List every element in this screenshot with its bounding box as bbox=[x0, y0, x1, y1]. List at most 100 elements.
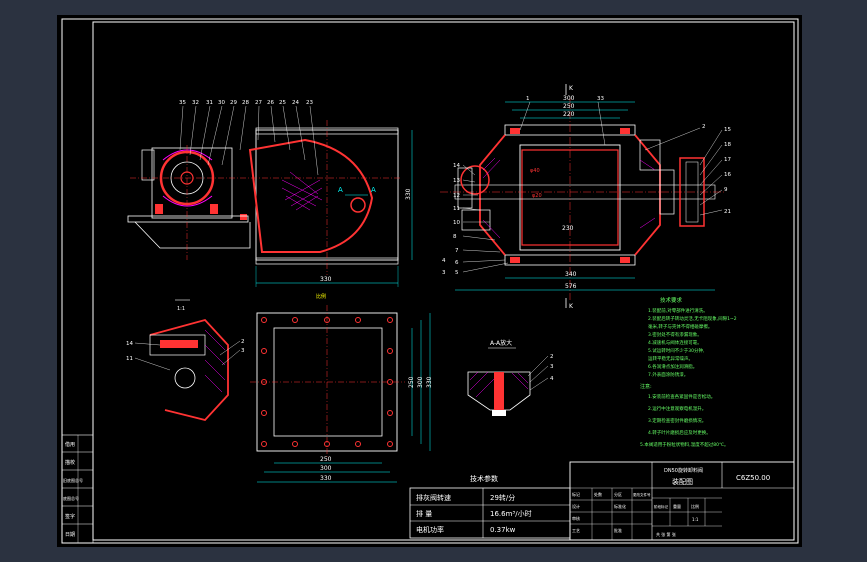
tb-scale: 1:1 bbox=[692, 517, 699, 522]
tech-line-2: 2.装配后转子转动灵活,无卡阻现象,间隙1~2 bbox=[648, 315, 737, 322]
title-block: DN50旋转卸料阀 装配图 C6Z50.00 标记 处数 分区 更改文件号 设计… bbox=[569, 461, 795, 541]
label-k-bottom: K bbox=[569, 303, 574, 310]
tech-line-9: 7.外表面涂防锈漆。 bbox=[648, 371, 688, 378]
part-number-r-9: 21 bbox=[724, 209, 731, 215]
part-number-r-17: 6 bbox=[455, 260, 459, 266]
tech-line-3: 毫米,转子与壳体不得相碰摩擦。 bbox=[648, 323, 712, 330]
tb-label-10: 工艺 bbox=[572, 528, 580, 533]
part-number-l-4: 30 bbox=[218, 100, 225, 106]
part-number-d-4: 3 bbox=[241, 348, 245, 354]
part-number-r-19: 4 bbox=[442, 258, 446, 264]
drawing-code: C6Z50.00 bbox=[736, 474, 770, 482]
note-2: 2.运行中注意观察电机温升。 bbox=[648, 405, 706, 412]
strip-label-4: 底图总号 bbox=[63, 495, 79, 501]
flange-dim-bottom-3: 330 bbox=[320, 475, 332, 482]
part-number-r-11: 13 bbox=[453, 178, 460, 184]
part-number-r-6: 17 bbox=[724, 157, 731, 163]
detail-view: 14 11 2 3 bbox=[126, 318, 245, 422]
flange-dim-bottom-1: 250 bbox=[320, 456, 332, 463]
dim-width-left: 330 bbox=[320, 276, 332, 283]
strip-label-3: 旧底图总号 bbox=[63, 477, 83, 483]
section-mark-a-left: A bbox=[338, 186, 343, 194]
tech-line-4: 3.密封处不得有渗漏现象。 bbox=[648, 331, 702, 338]
strip-label-6: 日期 bbox=[65, 532, 75, 538]
dim-bottom-2: 340 bbox=[565, 271, 577, 278]
part-number-l-3: 31 bbox=[206, 100, 213, 106]
dim-shaft: φ20 bbox=[532, 193, 542, 199]
part-number-l-5: 29 bbox=[230, 100, 237, 106]
part-number-s-2: 3 bbox=[550, 364, 554, 370]
sheet-border bbox=[61, 18, 799, 544]
assembly-title: 装配图 bbox=[672, 477, 693, 486]
part-number-r-20: 3 bbox=[442, 270, 446, 276]
view-label-left: 1:1 bbox=[177, 306, 185, 312]
part-number-l-9: 25 bbox=[279, 100, 286, 106]
part-number-l-10: 24 bbox=[292, 100, 299, 106]
tb-label-11: 批准 bbox=[614, 527, 622, 533]
dim-top-2: 250 bbox=[563, 103, 575, 110]
section-label: A-A放大 bbox=[490, 339, 512, 347]
params-title: 技术参数 bbox=[470, 474, 498, 483]
part-number-l-6: 28 bbox=[242, 100, 249, 106]
part-number-r-14: 10 bbox=[453, 220, 460, 226]
dim-inner: φ40 bbox=[530, 168, 540, 174]
section-mark-a-right: A bbox=[371, 186, 376, 194]
param-value-3: 0.37kw bbox=[490, 526, 516, 534]
note-4: 4.转子叶片磨损后应及时更换。 bbox=[648, 429, 711, 436]
tech-line-6: 5.试运转时间不少于30分钟, bbox=[648, 347, 704, 354]
tech-requirements: 技术要求 1.装配前,对零部件进行清洗。 2.装配后转子转动灵活,无卡阻现象,间… bbox=[640, 296, 737, 448]
section-view: A-A放大 2 3 4 bbox=[467, 339, 554, 416]
part-number-r-10: 14 bbox=[453, 163, 460, 169]
tb-label-12: 阶段标记 bbox=[654, 504, 668, 509]
tb-label-1: 标记 bbox=[572, 491, 580, 497]
tb-label-7: 设计 bbox=[572, 503, 580, 509]
part-number-r-7: 16 bbox=[724, 172, 731, 178]
tech-heading: 技术要求 bbox=[660, 296, 683, 304]
part-number-r-1: 1 bbox=[526, 96, 530, 102]
product-name: DN50旋转卸料阀 bbox=[664, 467, 703, 474]
flange-dim-bottom-2: 300 bbox=[320, 465, 332, 472]
tb-label-3: 分区 bbox=[614, 491, 622, 497]
note-3: 3.定期检查密封件磨损情况。 bbox=[648, 417, 706, 424]
left-strip: 借用 描校 旧底图总号 底图总号 签字 日期 bbox=[61, 434, 94, 544]
param-value-1: 29转/分 bbox=[490, 493, 515, 502]
dim-height-left: 330 bbox=[405, 188, 412, 200]
tech-line-1: 1.装配前,对零部件进行清洗。 bbox=[648, 307, 708, 314]
param-label-3: 电机功率 bbox=[416, 525, 444, 534]
flange-dim-right-3: 330 bbox=[426, 376, 433, 388]
notes-heading: 注意: bbox=[640, 383, 652, 390]
part-number-r-12: 12 bbox=[453, 193, 460, 199]
part-number-r-5: 18 bbox=[724, 142, 731, 148]
tb-label-13: 重量 bbox=[673, 503, 681, 509]
tech-line-8: 6.各润滑点加注润滑脂。 bbox=[648, 363, 697, 370]
note-1: 1.安装前检查各紧固件是否松动。 bbox=[648, 393, 715, 400]
part-number-r-13: 11 bbox=[453, 206, 460, 212]
part-number-r-4: 15 bbox=[724, 127, 731, 133]
note-5: 5.本阀适用于粉粒状物料,温度不超过80℃。 bbox=[640, 441, 729, 448]
right-view: K K bbox=[440, 84, 731, 310]
part-number-d-3: 2 bbox=[241, 339, 245, 345]
tb-sheet: 共 张 第 张 bbox=[656, 531, 676, 537]
part-number-l-8: 26 bbox=[267, 100, 274, 106]
part-number-r-16: 7 bbox=[455, 248, 459, 254]
dim-bottom-3: 576 bbox=[565, 283, 577, 290]
part-number-r-2: 33 bbox=[597, 96, 604, 102]
tb-label-2: 处数 bbox=[594, 491, 602, 497]
param-value-2: 16.6m³/小时 bbox=[490, 509, 532, 518]
tb-label-9: 审核 bbox=[572, 515, 580, 521]
view-label-bottom: 比例 bbox=[316, 293, 326, 300]
part-number-l-7: 27 bbox=[255, 100, 262, 106]
dim-top-1: 300 bbox=[563, 95, 575, 102]
flange-dim-right-1: 250 bbox=[408, 376, 415, 388]
part-number-l-11: 23 bbox=[306, 100, 313, 106]
part-number-r-3: 2 bbox=[702, 124, 706, 130]
flange-dim-right-2: 300 bbox=[417, 376, 424, 388]
part-number-l-1: 35 bbox=[179, 100, 186, 106]
label-k-top: K bbox=[569, 85, 574, 92]
strip-label-5: 签字 bbox=[65, 513, 75, 520]
dim-top-3: 220 bbox=[563, 111, 575, 118]
part-number-d-1: 14 bbox=[126, 341, 133, 347]
flange-view: 250 300 330 250 300 330 bbox=[250, 305, 433, 483]
part-number-r-18: 5 bbox=[455, 270, 459, 276]
inner-border bbox=[92, 21, 795, 541]
